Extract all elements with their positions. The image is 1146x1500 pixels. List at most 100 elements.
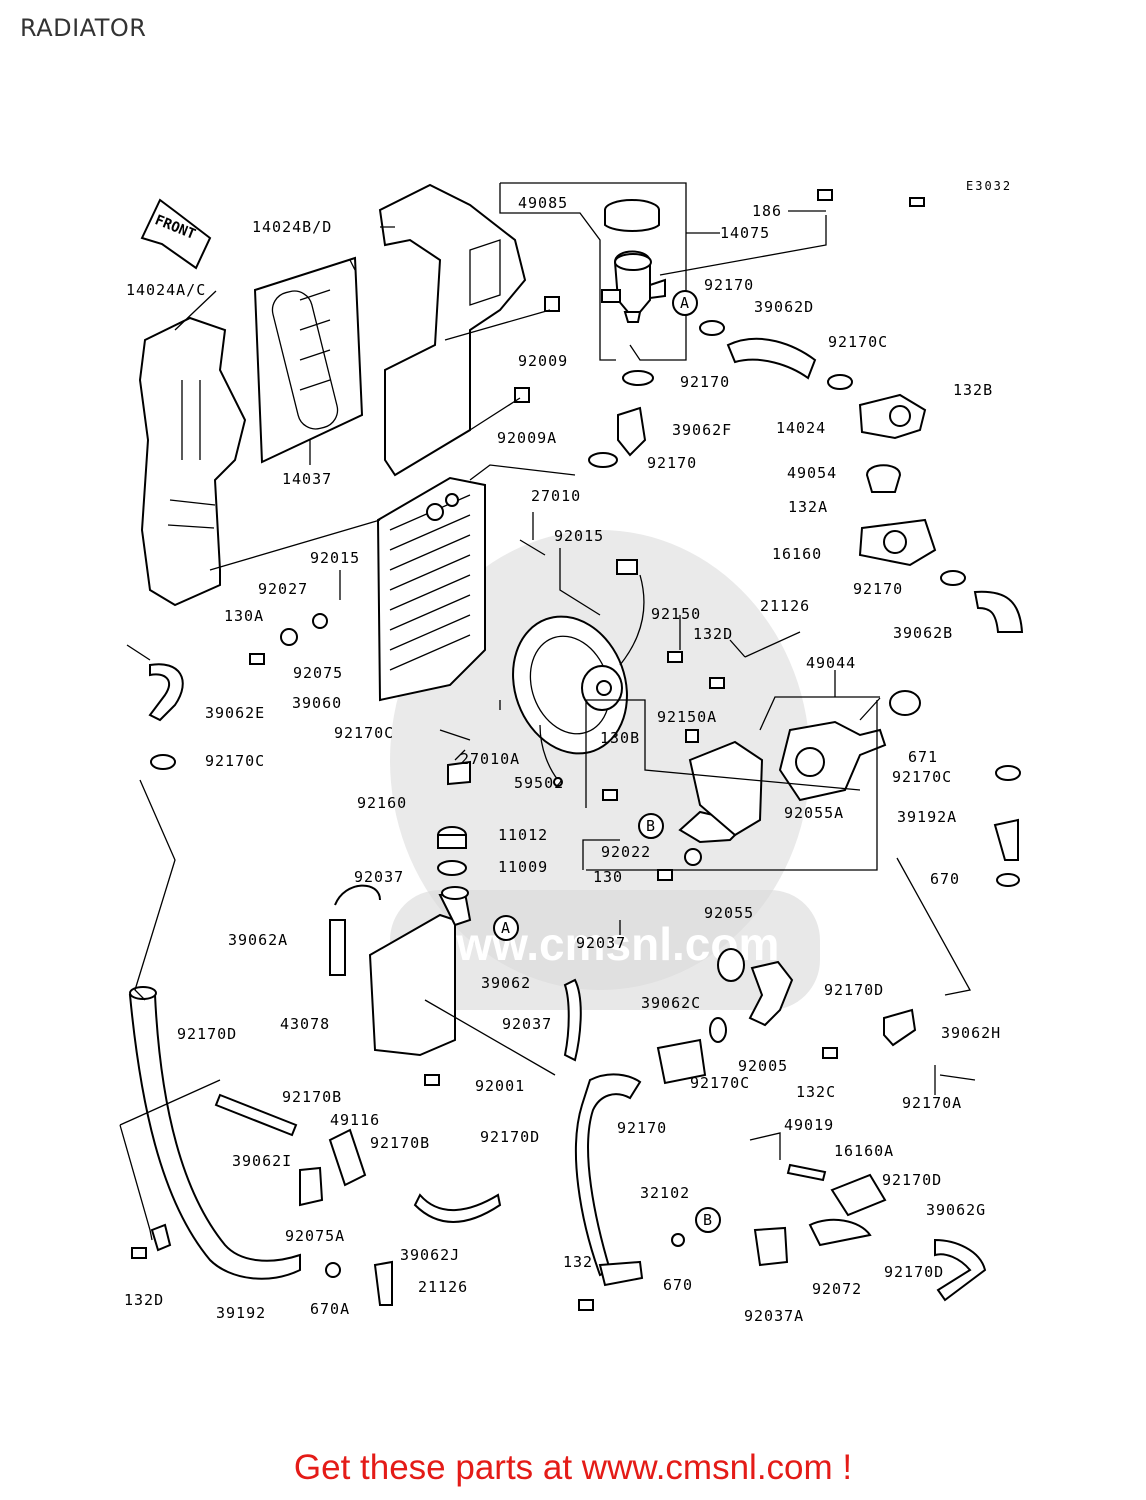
part-label: 132C (796, 1083, 836, 1101)
part-label: 39062H (941, 1024, 1001, 1042)
radiator-screen (253, 256, 364, 464)
part-label: 39062G (926, 1201, 986, 1219)
part-label: 92170 (617, 1119, 667, 1137)
radiator-exploded-diagram: www.cmsnl.com FRONT E3032 (119, 179, 1024, 1325)
part-label: 39062B (893, 624, 953, 642)
part-label: 132D (124, 1291, 164, 1309)
part-label: 27010 (531, 487, 581, 505)
callout-a-bottom: A (501, 919, 511, 937)
part-label: 49019 (784, 1116, 834, 1134)
part-label: 92170C (892, 768, 952, 786)
part-label: 39062E (205, 704, 265, 722)
part-label: 92170C (334, 724, 394, 742)
part-label: 92170 (704, 276, 754, 294)
part-label: 92005 (738, 1057, 788, 1075)
part-label: 92170D (882, 1171, 942, 1189)
part-label: 92170 (680, 373, 730, 391)
part-label: 132A (788, 498, 828, 516)
leader-lines (119, 182, 976, 1241)
part-label: 92170D (884, 1263, 944, 1281)
part-label: 92170B (282, 1088, 342, 1106)
part-label: 14024A/C (126, 281, 206, 299)
part-label: 16160 (772, 545, 822, 563)
callout-b-bottom: B (703, 1211, 713, 1229)
part-label: 92055A (784, 804, 844, 822)
part-label: 39062I (232, 1152, 292, 1170)
part-label: 92170C (205, 752, 265, 770)
part-label: 92027 (258, 580, 308, 598)
fan-assembly (512, 559, 645, 787)
lower-fittings (214, 1093, 987, 1306)
shroud-left (138, 316, 247, 607)
part-label: 92170 (853, 580, 903, 598)
part-label: 130A (224, 607, 264, 625)
part-label: 39062 (481, 974, 531, 992)
lower-left-hose (128, 663, 341, 1280)
promo-banner-link[interactable]: Get these parts at www.cmsnl.com ! (293, 1448, 853, 1487)
radiator-core (376, 476, 486, 702)
part-label: 92170D (177, 1025, 237, 1043)
part-label: 59502 (514, 774, 564, 792)
bolts (131, 296, 838, 1311)
part-label: 49116 (330, 1111, 380, 1129)
part-label: 11009 (498, 858, 548, 876)
part-labels: 186 49085 14075 14024B/D 14024A/C 92170 … (124, 194, 1001, 1325)
callout-a-top: A (680, 294, 690, 312)
part-label: 92150 (651, 605, 701, 623)
part-label: 92037 (502, 1015, 552, 1033)
part-label: 92037 (576, 934, 626, 952)
part-label: 49085 (518, 194, 568, 212)
part-label: 14075 (720, 224, 770, 242)
part-label: 39062A (228, 931, 288, 949)
part-label: 11012 (498, 826, 548, 844)
part-label: 670 (930, 870, 960, 888)
part-label: 92150A (657, 708, 717, 726)
part-label: 39062D (754, 298, 814, 316)
part-label: 21126 (760, 597, 810, 615)
reservoir-tank (329, 884, 472, 1057)
part-label: 92170 (647, 454, 697, 472)
part-label: 21126 (418, 1278, 468, 1296)
part-label: 39060 (292, 694, 342, 712)
diagram-code: E3032 (966, 179, 1012, 193)
part-label: 39192A (897, 808, 957, 826)
part-label: 92037 (354, 868, 404, 886)
part-label: 14037 (282, 470, 332, 488)
part-label: 132 (563, 1253, 593, 1271)
part-label: 14024B/D (252, 218, 332, 236)
part-label: 49044 (806, 654, 856, 672)
callouts: A A B B (493, 290, 721, 1233)
part-label: 92009 (518, 352, 568, 370)
part-label: 32102 (640, 1184, 690, 1202)
part-label: 130B (600, 729, 640, 747)
part-label: 92075 (293, 664, 343, 682)
part-label: 92160 (357, 794, 407, 812)
water-pump (678, 690, 921, 866)
part-label: 43078 (280, 1015, 330, 1033)
part-label: 92170D (824, 981, 884, 999)
part-label: 92170B (370, 1134, 430, 1152)
part-label: 39062C (641, 994, 701, 1012)
part-label: 14024 (776, 419, 826, 437)
part-label: 92170C (828, 333, 888, 351)
part-label: 92022 (601, 843, 651, 861)
part-label: 39192 (216, 1304, 266, 1322)
filler-neck (601, 199, 666, 323)
part-label: 130 (593, 868, 623, 886)
part-label: 132D (693, 625, 733, 643)
part-label: 92015 (310, 549, 360, 567)
part-label: 39062F (672, 421, 732, 439)
lower-hoses (563, 765, 1021, 1287)
part-label: 27010A (460, 750, 520, 768)
part-label: 671 (908, 748, 938, 766)
part-label: 16160A (834, 1142, 894, 1160)
front-arrow-icon: FRONT (140, 198, 212, 270)
part-label: 92015 (554, 527, 604, 545)
part-label: 132B (953, 381, 993, 399)
part-label: 92170D (480, 1128, 540, 1146)
callout-b-top: B (646, 817, 656, 835)
part-label: 92075A (285, 1227, 345, 1245)
part-label: 92170A (902, 1094, 962, 1112)
part-label: 92001 (475, 1077, 525, 1095)
part-label: 186 (752, 202, 782, 220)
